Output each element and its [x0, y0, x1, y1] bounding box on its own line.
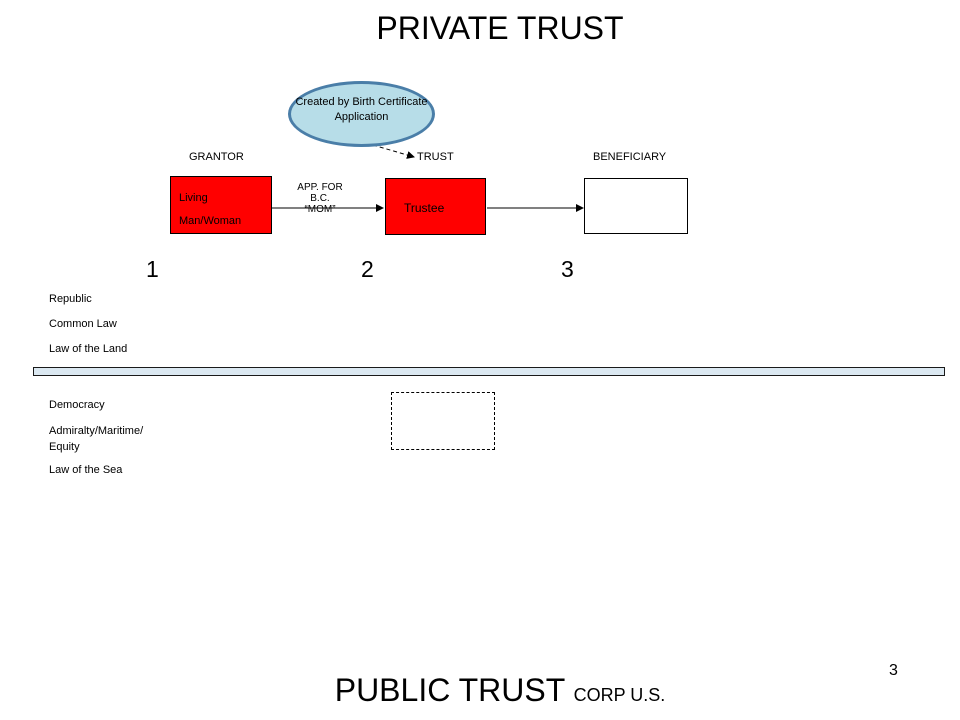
- page-number: 3: [889, 662, 898, 679]
- bc-line: B.C.: [310, 193, 330, 204]
- beneficiary-label: BENEFICIARY: [593, 151, 667, 163]
- man-woman-label: Man/Woman: [179, 215, 242, 227]
- footer-title: PUBLIC TRUST CORP U.S.: [0, 672, 960, 709]
- footer-main: PUBLIC TRUST: [334, 672, 565, 708]
- trustee-box: Trustee: [385, 178, 486, 235]
- beneficiary-box: [584, 178, 688, 234]
- land-sea-divider: [33, 367, 945, 376]
- law-common-law: Common Law: [49, 318, 117, 330]
- law-republic: Republic: [49, 293, 92, 305]
- law-admiralty: Admiralty/Maritime/ Equity: [49, 425, 144, 453]
- grantor-box: Living Man/Woman: [170, 176, 272, 234]
- app-for-line: APP. FOR: [297, 182, 343, 193]
- birth-certificate-bubble: Created by Birth Certificate Application: [288, 81, 435, 147]
- app-for-bc-label: APP. FOR B.C. “MOM”: [285, 182, 355, 215]
- public-trust-dashed-box: [391, 392, 495, 450]
- trust-label: TRUST: [417, 151, 454, 163]
- page-title: PRIVATE TRUST: [376, 10, 624, 46]
- bubble-text: Created by Birth Certificate Application: [295, 96, 428, 123]
- living-label: Living: [179, 192, 208, 204]
- number-one: 1: [146, 256, 159, 282]
- number-two: 2: [361, 256, 374, 282]
- mom-line: “MOM”: [304, 204, 336, 215]
- law-democracy: Democracy: [49, 399, 105, 411]
- trustee-label: Trustee: [404, 201, 445, 215]
- footer-small: CORP U.S.: [573, 685, 666, 705]
- law-of-the-land: Law of the Land: [49, 343, 128, 355]
- grantor-label: GRANTOR: [189, 151, 244, 163]
- bubble-connector: [372, 144, 415, 159]
- number-three: 3: [561, 256, 574, 282]
- law-of-the-sea: Law of the Sea: [49, 464, 123, 476]
